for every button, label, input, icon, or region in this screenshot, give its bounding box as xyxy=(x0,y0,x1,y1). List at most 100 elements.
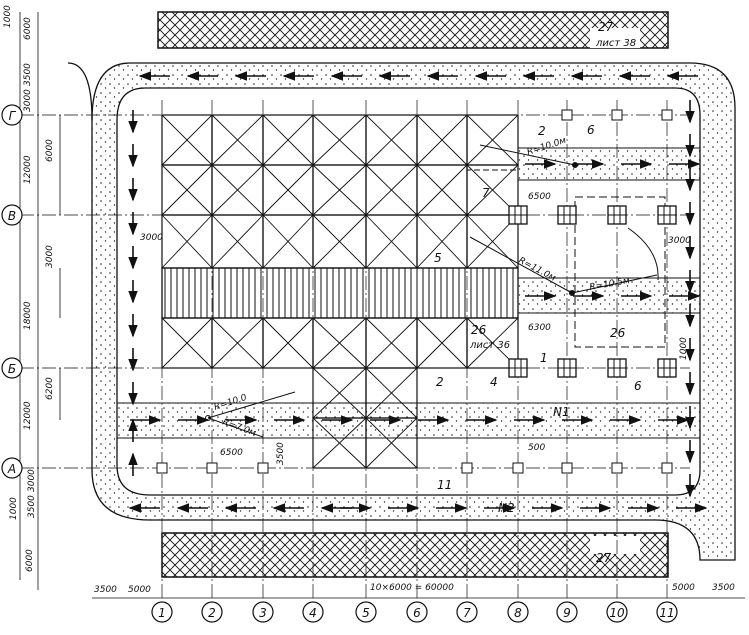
column-footing xyxy=(661,462,673,474)
dim-label: 18000 xyxy=(23,301,33,330)
column-axis-bubble xyxy=(406,601,428,623)
section-ref-number: 27 xyxy=(598,20,614,34)
column-footing xyxy=(206,462,218,474)
bracing-cross xyxy=(161,214,213,269)
column-footing xyxy=(611,109,623,121)
column-axis-bubble xyxy=(252,601,274,623)
dim-label: 6500 xyxy=(220,448,243,458)
bracing-cross xyxy=(365,367,418,419)
bracing-cross xyxy=(416,164,468,216)
foundation-rebar xyxy=(658,359,676,377)
column-axis-label: 10 xyxy=(609,606,625,620)
column-footing xyxy=(561,462,573,474)
column-axis-bubble xyxy=(355,601,377,623)
assembly-zone-7 xyxy=(466,114,519,171)
dim-label: 6300 xyxy=(528,323,551,333)
bracing-cross xyxy=(161,317,213,369)
bracing-cross xyxy=(262,164,314,216)
dim-label: 5000 xyxy=(128,585,151,595)
dim-label: 3000 xyxy=(23,89,33,112)
column-axis-label: 5 xyxy=(362,606,370,620)
bracing-cross xyxy=(211,317,264,369)
section-ref-number: 26 xyxy=(471,323,487,337)
dim-label: 3000 xyxy=(27,469,37,492)
dim-label: 6000 xyxy=(25,549,35,572)
column-footing xyxy=(661,109,673,121)
bracing-cross xyxy=(365,114,418,166)
inner-dimension-labels: 3000 6500 6300 3000 1000 500 6500 3500 xyxy=(140,192,691,465)
column-axis-bubble xyxy=(606,601,628,623)
column-axis-bubble xyxy=(456,601,478,623)
callout-label: 2 xyxy=(436,375,444,389)
foundation-rebar xyxy=(608,206,626,224)
callout-label: 6 xyxy=(587,123,595,137)
dim-label: 6000 xyxy=(45,139,55,162)
foundation-rebar xyxy=(509,359,527,377)
bracing-cross xyxy=(416,214,468,269)
dim-label: 5000 xyxy=(672,583,695,593)
row-axis-bubble xyxy=(1,204,23,226)
axis-grid xyxy=(20,100,690,600)
bracing-cross xyxy=(312,417,367,469)
foundation-rebar xyxy=(658,206,676,224)
left-dimension-labels: 1000 6000 3500 3000 6000 12000 3000 1800… xyxy=(3,5,55,572)
storage-area-top xyxy=(157,11,669,49)
callout-label: 1 xyxy=(540,351,548,365)
row-axis-bubble xyxy=(1,104,23,126)
bracing-cross xyxy=(312,367,367,419)
bracing-cross xyxy=(262,214,314,269)
dim-label: 12000 xyxy=(23,401,33,430)
column-axis-label: 1 xyxy=(158,606,166,620)
column-axis-label: 11 xyxy=(659,606,674,620)
dim-label: 1000 xyxy=(9,497,19,520)
road-label-n2: N2 xyxy=(498,501,515,515)
dim-label: 10×6000 = 60000 xyxy=(370,583,454,593)
bracing-cross xyxy=(262,317,314,369)
dim-label: 6200 xyxy=(45,377,55,400)
column-axis-label: 7 xyxy=(463,606,471,620)
callout-label: 5 xyxy=(434,251,442,265)
dim-label: 12000 xyxy=(23,155,33,184)
foundation-rebar xyxy=(558,359,576,377)
bracing-cross xyxy=(365,317,418,369)
dim-label: 1000 xyxy=(679,337,689,360)
section-ref-number: 26 xyxy=(610,326,626,340)
row-axis-bubble xyxy=(1,457,23,479)
traffic-arrows xyxy=(128,71,708,513)
callout-label: 2 xyxy=(538,124,546,138)
bracing-cross xyxy=(312,114,367,166)
bracing-cross xyxy=(416,114,468,166)
crane-runway xyxy=(161,267,519,319)
bracing-cross xyxy=(365,164,418,216)
column-footing xyxy=(257,462,269,474)
dim-label: 6000 xyxy=(23,17,33,40)
bracing-cross xyxy=(161,114,213,166)
dimension-lines xyxy=(19,12,745,599)
bracing-cross xyxy=(416,317,468,369)
dim-label: 3500 xyxy=(712,583,735,593)
dim-label: 3000 xyxy=(45,245,55,268)
row-axis-bubble xyxy=(1,357,23,379)
bracing-cross xyxy=(365,214,418,269)
bracing-cross xyxy=(211,164,264,216)
row-axis-label: Г xyxy=(9,109,17,123)
dim-label: 3000 xyxy=(140,233,163,243)
callout-label: 11 xyxy=(437,478,452,492)
column-footing xyxy=(561,109,573,121)
column-footing xyxy=(461,462,473,474)
dim-label: 1000 xyxy=(3,5,13,28)
column-footing xyxy=(156,462,168,474)
section-references: 26 лист 36 26 27 лист 38 27 xyxy=(469,20,636,565)
bracing-cross xyxy=(466,114,519,166)
dim-label: 3000 xyxy=(668,236,691,246)
dim-label: 6500 xyxy=(528,192,551,202)
row-axis-label: Б xyxy=(8,362,16,376)
bracing-cross xyxy=(312,214,367,269)
bracing-cross xyxy=(211,214,264,269)
storage-area-bottom xyxy=(161,532,669,578)
column-axis-label: 4 xyxy=(309,606,317,620)
bracing-cross xyxy=(211,114,264,166)
